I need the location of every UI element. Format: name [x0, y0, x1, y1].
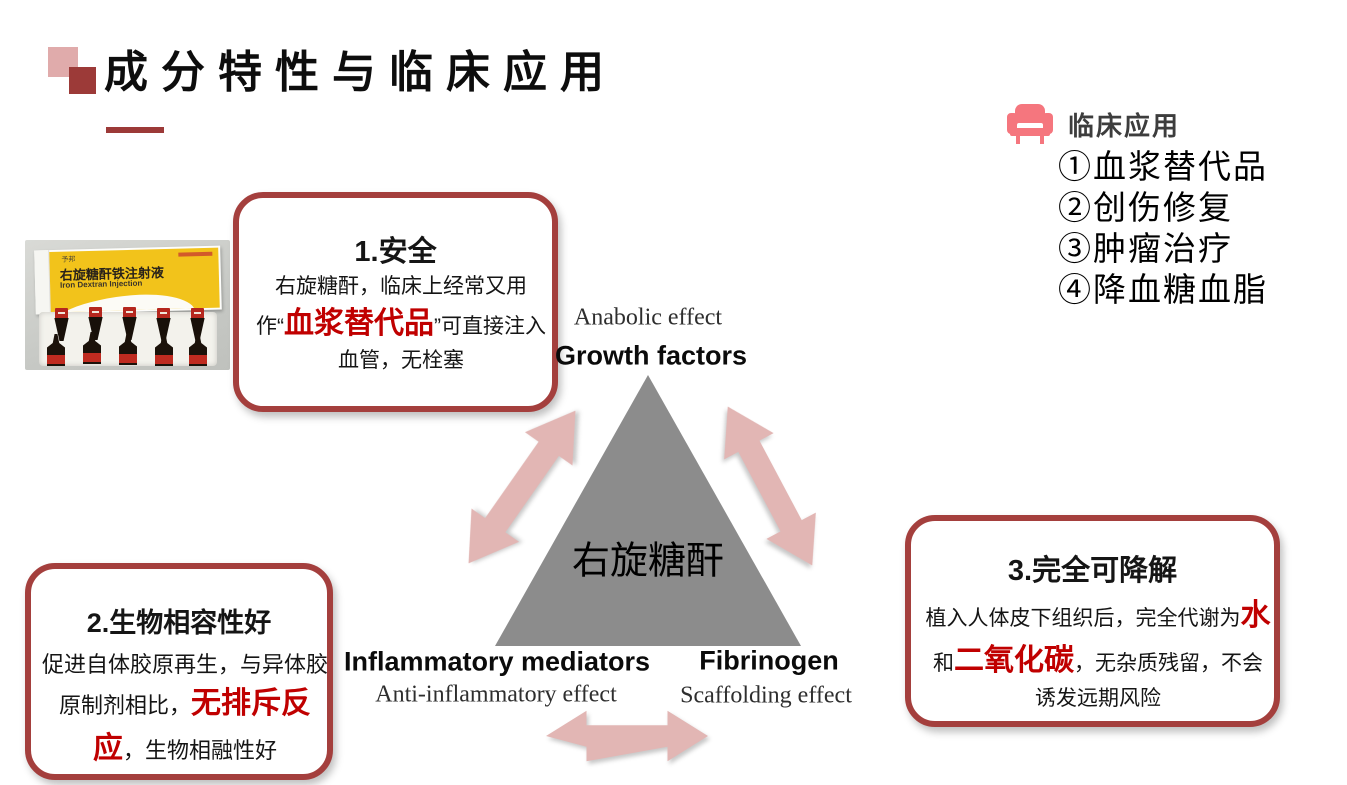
triangle-shape: [495, 375, 801, 646]
carton-redline: [178, 251, 213, 257]
triangle-center-label: 右旋糖酐: [571, 540, 725, 583]
highlight-co2: 二氧化碳: [954, 644, 1074, 677]
highlight-plasma-substitute: 血浆替代品: [284, 307, 434, 341]
growth-factors-label: Growth factors: [554, 340, 748, 371]
carton-spine: [34, 250, 51, 315]
double-arrow-icon: [724, 406, 816, 566]
clinical-item: ①血浆替代品: [1058, 150, 1268, 186]
product-photo: 予邦 右旋糖酐铁注射液 Iron Dextran Injection: [25, 240, 230, 370]
sofa-icon: [1007, 104, 1053, 144]
feature-box-body: 促进自体胶原再生，与异体胶原制剂相比，无排斥反应，生物相融性好: [41, 652, 328, 765]
clinical-item: ③肿瘤治疗: [1058, 232, 1233, 268]
highlight-water: 水: [1240, 599, 1271, 632]
page-title: 成分特性与临床应用: [104, 48, 617, 97]
title-deco-dark-square: [69, 67, 96, 94]
clinical-list: ①血浆替代品 ②创伤修复 ③肿瘤治疗 ④降血糖血脂: [1058, 148, 1268, 312]
clinical-item: ④降血糖血脂: [1058, 273, 1268, 309]
feature-box-title: 2.生物相容性好: [86, 608, 272, 638]
feature-box-safety: 1.安全 右旋糖酐，临床上经常又用作“血浆替代品”可直接注入血管，无栓塞: [233, 192, 558, 412]
feature-box-body: 右旋糖酐，临床上经常又用作“血浆替代品”可直接注入血管，无栓塞: [256, 275, 546, 372]
vial: [121, 307, 138, 340]
feature-box-degradable: 3.完全可降解 植入人体皮下组织后，完全代谢为水和二氧化碳，无杂质残留，不会诱发…: [905, 515, 1280, 727]
vial: [87, 307, 104, 340]
carton-brand: 予邦: [61, 256, 76, 264]
clinical-heading: 临床应用: [1068, 112, 1181, 141]
clinical-item: ②创伤修复: [1058, 191, 1233, 227]
title-underline: [106, 127, 164, 133]
anabolic-effect-label: Anabolic effect: [573, 304, 723, 331]
highlight-no-rejection: 无排斥反应: [92, 687, 311, 765]
vial: [53, 308, 70, 341]
vial: [155, 308, 172, 341]
inflammatory-mediators-label: Inflammatory mediators: [343, 646, 651, 677]
anti-inflammatory-effect-label: Anti-inflammatory effect: [375, 681, 617, 708]
double-arrow-icon: [468, 410, 576, 564]
feature-box-body: 植入人体皮下组织后，完全代谢为水和二氧化碳，无杂质残留，不会诱发远期风险: [925, 599, 1271, 710]
product-carton: 予邦 右旋糖酐铁注射液 Iron Dextran Injection: [34, 245, 222, 315]
feature-box-title: 1.安全: [354, 236, 437, 268]
carton-face: 予邦 右旋糖酐铁注射液 Iron Dextran Injection: [49, 247, 220, 313]
double-arrow-icon: [546, 710, 708, 762]
feature-box-title: 3.完全可降解: [1007, 555, 1178, 587]
vial-tray: [39, 307, 217, 366]
scaffolding-effect-label: Scaffolding effect: [680, 682, 852, 709]
vial: [189, 308, 206, 341]
feature-box-biocompatibility: 2.生物相容性好 促进自体胶原再生，与异体胶原制剂相比，无排斥反应，生物相融性好: [25, 563, 333, 780]
fibrinogen-label: Fibrinogen: [699, 645, 839, 676]
carton-name-en: Iron Dextran Injection: [59, 278, 143, 290]
